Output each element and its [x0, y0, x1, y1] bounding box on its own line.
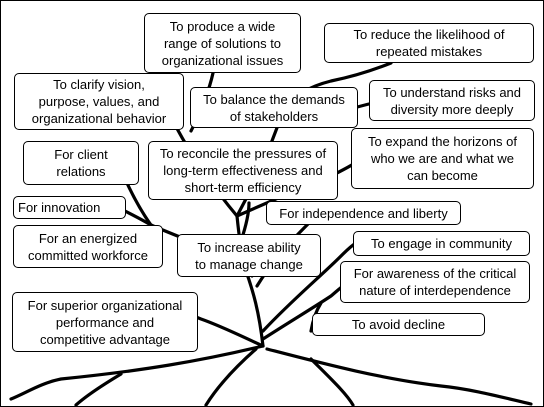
- root-mid-left: [204, 347, 258, 406]
- box-expand-horizons: To expand the horizons of who we are and…: [351, 128, 534, 189]
- box-innovation: For innovation: [13, 196, 126, 219]
- branch-community: [261, 241, 358, 333]
- box-balance-stakeholders: To balance the demands of stakeholders: [190, 87, 358, 128]
- box-wide-solutions: To produce a wide range of solutions to …: [144, 13, 301, 73]
- box-energized-workforce: For an energized committed workforce: [13, 225, 163, 268]
- box-independence-liberty: For independence and liberty: [266, 201, 461, 225]
- root-left: [9, 344, 265, 401]
- box-avoid-decline: To avoid decline: [312, 313, 485, 336]
- root-right: [265, 347, 533, 406]
- box-interdependence: For awareness of the critical nature of …: [340, 261, 530, 303]
- box-client-relations: For client relations: [23, 141, 139, 185]
- box-manage-change: To increase ability to manage change: [177, 234, 321, 277]
- root-mid-right: [309, 357, 355, 406]
- box-engage-community: To engage in community: [353, 231, 530, 256]
- box-superior-performance: For superior organizational performance …: [12, 292, 198, 352]
- box-understand-risks: To understand risks and diversity more d…: [369, 80, 535, 121]
- box-repeated-mistakes: To reduce the likelihood of repeated mis…: [324, 23, 534, 63]
- box-reconcile-pressures: To reconcile the pressures of long-term …: [148, 141, 338, 200]
- box-clarify-vision: To clarify vision, purpose, values, and …: [14, 73, 184, 130]
- root-left-fork: [74, 372, 123, 406]
